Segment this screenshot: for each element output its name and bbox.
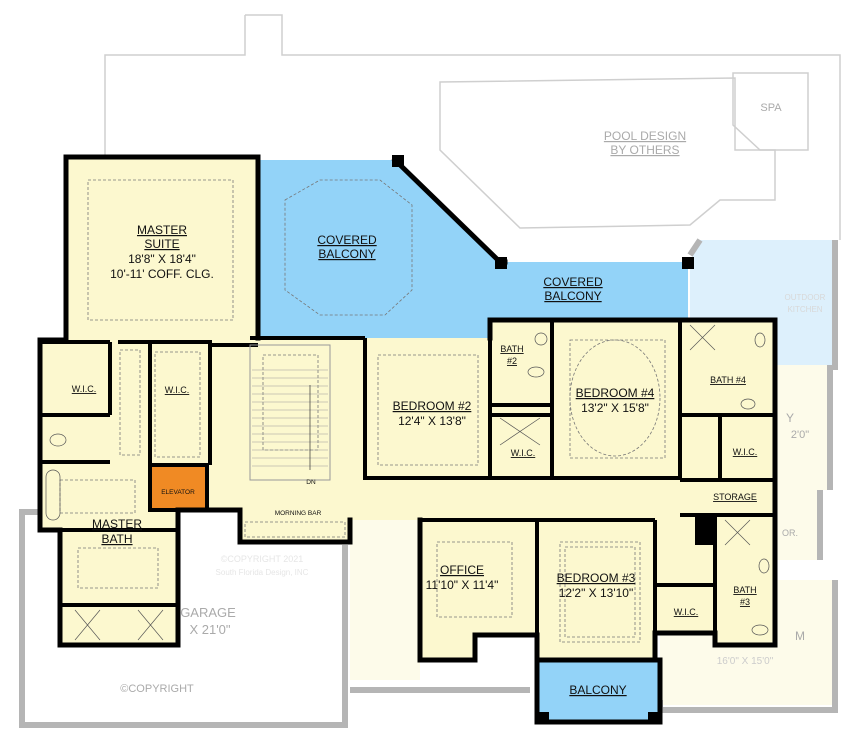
wic-bed2-label: W.I.C. [511,448,536,458]
bedroom-3-label: BEDROOM #3 [557,571,636,585]
room-labels: MASTER SUITE 18'8" X 18'4" 10'-11' COFF.… [72,223,758,697]
covered-balcony-area [258,160,688,338]
staircase[interactable] [249,344,331,481]
master-bath-label-2: BATH [101,532,132,546]
watermark-line1: ©COPYRIGHT 2021 [221,554,304,564]
storage-label: STORAGE [713,492,757,502]
lower-room-1-letter: Y [786,411,794,425]
lower-room-3-letter: M [795,629,805,643]
bath-4-label: BATH #4 [710,375,746,385]
wic-bed3-label: W.I.C. [674,607,699,617]
interior-walls [40,320,775,635]
fixtures [45,179,770,643]
morning-bar-counter [244,521,346,538]
covered-balcony-label-2: BALCONY [318,247,375,261]
stair-dn-label: DN [306,479,316,486]
bath-3-label-1: BATH [733,585,756,595]
bedroom-4-size: 13'2" X 15'8" [581,401,649,415]
master-suite-label-1: MASTER [137,223,187,237]
lower-level-right: Y 2'0" OR. M 16'0" X 15'0" [660,365,838,713]
bedroom-2-size: 12'4" X 13'8" [398,414,466,428]
covered-balcony-2-label-2: BALCONY [544,289,601,303]
lower-room-3-size: 16'0" X 15'0" [717,656,774,667]
pool-label-line2: BY OTHERS [610,143,679,157]
balcony-area [537,660,660,722]
elevator-label: ELEVATOR [161,489,195,496]
bedroom-4-label: BEDROOM #4 [576,386,655,400]
bath-2-label-2: #2 [507,356,517,366]
upper-floor-area [40,157,775,660]
office-label: OFFICE [440,563,484,577]
covered-balcony-2-label-1: COVERED [543,275,603,289]
office-size: 11'10" X 11'4" [426,578,499,592]
outdoor-kitchen: OUTDOOR KITCHEN [687,238,838,370]
bedroom-3-size: 12'2" X 13'10" [559,586,634,600]
garage-label: GARAGE [180,605,236,620]
copyright-label: ©COPYRIGHT [120,683,194,695]
pool-label-line1: POOL DESIGN [604,129,686,143]
bedroom-2-label: BEDROOM #2 [393,399,472,413]
morning-bar-label: MORNING BAR [275,510,322,517]
bath-2-label-1: BATH [500,344,523,354]
bath-3-label-2: #3 [740,597,750,607]
covered-balcony-label-1: COVERED [317,233,377,247]
balcony-label: BALCONY [569,683,626,697]
pool: POOL DESIGN BY OTHERS SPA [604,102,782,157]
wic-master-left-label: W.I.C. [72,384,97,394]
site-outline [104,14,841,240]
watermark-line2: South Florida Design, INC [216,568,309,577]
outdoor-kitchen-label-1: OUTDOOR [785,293,826,302]
lower-room-1-size: 2'0" [791,429,809,441]
master-suite-label-2: SUITE [144,237,179,251]
lower-room-2-label: OR. [782,528,798,538]
garage-size: X 21'0" [189,622,230,637]
master-bath-label-1: MASTER [92,517,142,531]
wic-bed4-label: W.I.C. [733,447,758,457]
wic-master-right-label: W.I.C. [165,385,190,395]
elevator-area [152,467,206,509]
spa-label: SPA [760,102,782,114]
master-suite-size: 18'8" X 18'4" [128,252,196,266]
lower-level-middle [350,520,420,680]
outdoor-kitchen-label-2: KITCHEN [787,305,822,314]
master-suite-ceiling: 10'-11' COFF. CLG. [110,267,214,281]
